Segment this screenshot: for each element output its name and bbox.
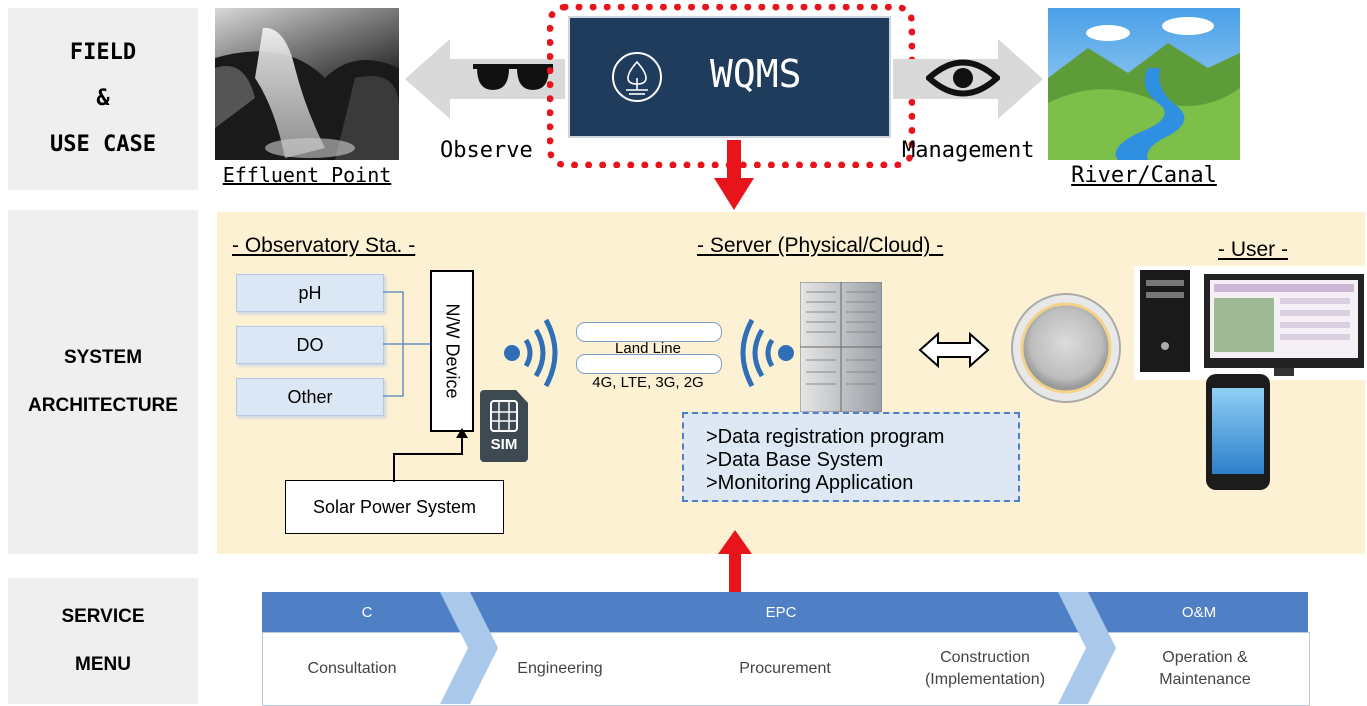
solar-power-box: Solar Power System [285,480,504,534]
server-rack-icon [800,282,882,412]
wireless-pipe [576,354,722,374]
signal-left-icon [504,318,558,388]
wqms-box: WQMS [568,16,891,138]
server-software-box: >Data registration program >Data Base Sy… [682,412,1020,502]
effluent-caption: Effluent Point [222,163,392,187]
sensor-connectors [383,291,430,397]
wqms-title: WQMS [710,52,802,96]
server-item: >Data Base System [706,449,884,471]
side-label-line: SYSTEM [63,347,143,368]
step-engineering: Engineering [517,660,603,677]
effluent-photo [215,8,399,160]
river-illustration [1048,8,1240,160]
network-globe-icon [1011,293,1121,403]
side-label-field: FIELD & USE CASE [8,8,198,190]
wireless-label: 4G, LTE, 3G, 2G [592,374,704,391]
signal-right-icon [740,318,794,388]
sensor-ph: pH [236,274,384,312]
chevron-arrow [440,592,498,704]
sunglasses-icon [473,64,553,90]
station-title: - Observatory Sta. - [232,234,416,257]
chevron-arrow [1058,592,1116,704]
side-label-line: SERVICE [61,606,145,627]
river-caption: River/Canal [1071,163,1217,188]
land-line-label: Land Line [615,340,681,357]
smartphone-icon [1206,374,1270,490]
desktop-pc-icon [1134,266,1366,380]
sim-chip-icon [490,400,518,432]
sim-card: SIM [480,390,528,462]
service-body-bg [262,632,1310,706]
step-operation: Operation & Maintenance [1159,649,1251,688]
phase-epc: EPC [472,592,1090,632]
double-arrow-icon [918,331,990,369]
nw-device: N/W Device [430,270,474,432]
sim-label: SIM [490,436,518,453]
observe-label: Observe [440,138,533,163]
phase-c: C [262,592,472,632]
user-title: - User - [1218,238,1288,261]
side-label-line: ARCHITECTURE [28,395,178,416]
side-label-line: & [96,86,110,111]
nw-device-label: N/W Device [442,303,463,399]
step-consultation: Consultation [307,660,397,677]
step-procurement: Procurement [739,660,831,677]
side-label-line: MENU [75,654,131,675]
side-label-line: FIELD [69,40,137,65]
solar-connector [393,428,468,482]
phase-om: O&M [1090,592,1308,632]
eye-icon [926,59,1000,97]
side-label-line: USE CASE [50,132,156,157]
side-label-system: SYSTEM ARCHITECTURE [8,210,198,554]
sensor-do: DO [236,326,384,364]
water-drop-tree-icon [612,52,662,102]
server-item: >Monitoring Application [706,472,914,494]
red-down-arrow [714,140,754,210]
sensor-other: Other [236,378,384,416]
step-construction: Construction (Implementation) [924,649,1046,688]
server-title: - Server (Physical/Cloud) - [697,234,944,257]
red-up-arrow [718,530,752,592]
land-line-pipe [576,322,722,342]
side-label-service: SERVICE MENU [8,578,198,704]
server-item: >Data registration program [706,426,945,448]
management-label: Management [902,138,1035,163]
